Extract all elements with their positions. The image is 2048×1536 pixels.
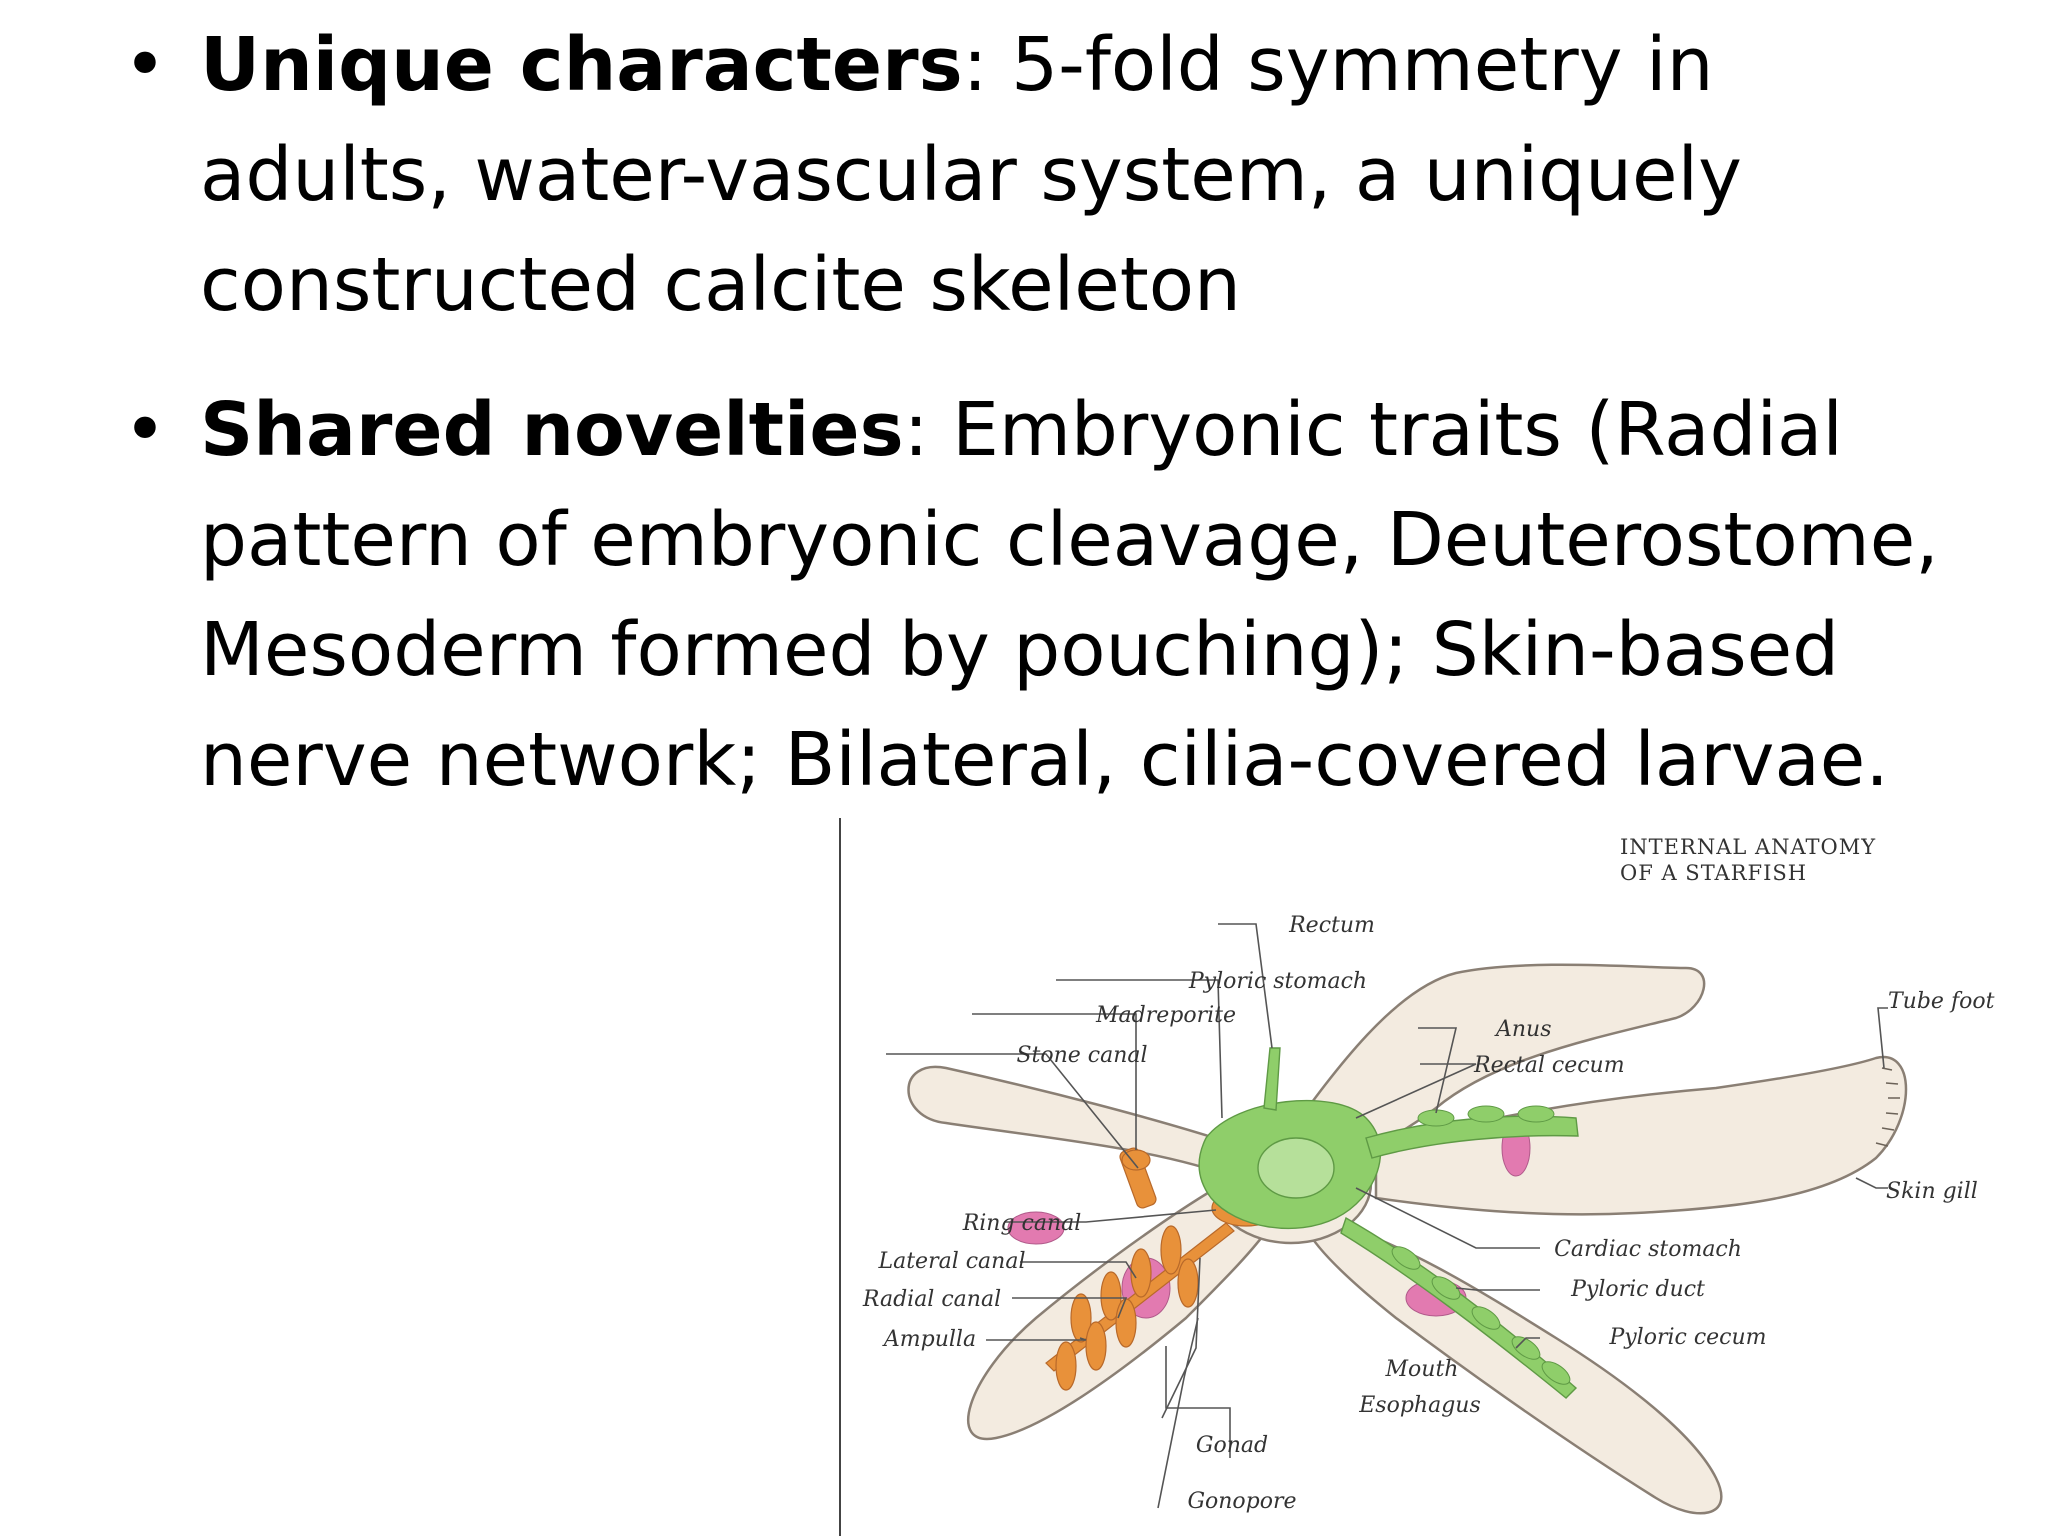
leader-line [1355,1187,1540,1249]
cecum-lobe [1511,1336,1541,1360]
cecum-lobe [1541,1361,1571,1385]
ampulla-shape [1085,1321,1107,1371]
starfish-anatomy-figure: INTERNAL ANATOMY OF A STARFISH Rectum Py… [836,818,2048,1536]
label-pyloric-duct: Pyloric duct [1570,1277,1705,1302]
leader-line [972,1013,1137,1150]
label-skin-gill: Skin gill [1886,1179,1978,1204]
label-tube-foot: Tube foot [1888,989,1995,1014]
figure-title-line2: OF A STARFISH [1620,861,1807,885]
leader-line [1355,1063,1477,1119]
tube-foot-mark [1885,1112,1899,1115]
tube-foot-mark [1881,1127,1895,1131]
arm-right [1374,1055,1908,1216]
label-esophagus: Esophagus [1358,1393,1481,1418]
leader-line [886,1053,1139,1169]
ampulla-shape [1115,1298,1137,1348]
label-gonad: Gonad [1196,1433,1268,1458]
ampulla-shape [1160,1225,1182,1275]
leader-line [1165,1346,1231,1458]
tube-foot-mark [1885,1082,1899,1085]
figure-title-line1: INTERNAL ANATOMY [1620,835,1876,859]
label-cardiac-stomach: Cardiac stomach [1554,1237,1742,1262]
ampulla-shape [1070,1293,1092,1343]
cecum-lobe [1467,1105,1505,1123]
arm-lower-right [1304,1216,1723,1515]
cardiac-stomach-shape [1257,1137,1335,1199]
label-madreporite: Madreporite [1095,1003,1236,1028]
leader-line [1218,923,1273,1049]
label-pyloric-cecum: Pyloric cecum [1608,1325,1766,1350]
label-ampulla: Ampulla [882,1327,976,1352]
cecum-lobe [1431,1276,1461,1300]
cecum-lobe [1471,1306,1501,1330]
label-gonopore: Gonopore [1187,1489,1296,1514]
pyloric-cecum-lobes [1391,1105,1571,1385]
leader-line [1418,1027,1458,1114]
bullet-unique-characters: • Unique characters: 5-fold symmetry in … [123,10,1960,340]
leader-line [1012,1297,1128,1319]
leader-line [1004,1209,1217,1223]
label-mouth: Mouth [1385,1357,1459,1382]
gonad-shape [1007,1211,1065,1245]
label-lateral-canal: Lateral canal [877,1249,1025,1274]
bullet-text: : Embryonic traits (Radial pattern of em… [200,387,1939,803]
bullet-term: Unique characters [200,22,963,108]
label-pyloric-stomach: Pyloric stomach [1188,969,1367,994]
label-rectal-cecum: Rectal cecum [1473,1053,1625,1078]
leader-line [1855,1177,1888,1189]
cecum-lobe [1517,1105,1555,1123]
label-anus: Anus [1494,1017,1552,1042]
bullet-shared-novelties: • Shared novelties: Embryonic traits (Ra… [123,375,1960,815]
label-stone-canal: Stone canal [1016,1043,1147,1068]
leader-lines [886,923,1888,1509]
bullet-term: Shared novelties [200,387,904,473]
ampulla-shape [1177,1258,1199,1308]
ampulla-shape [1130,1248,1152,1298]
cecum-lobe [1391,1246,1421,1270]
bullet-text: : 5-fold symmetry in adults, water-vascu… [200,22,1742,328]
tube-feet [1875,1067,1900,1147]
ampulla-shape [1055,1341,1077,1391]
ampulla-shape [1100,1271,1122,1321]
rectum-shape [1263,1047,1281,1111]
label-rectum: Rectum [1288,913,1375,938]
tube-foot-mark [1881,1067,1893,1071]
starfish-anatomy-diagram: INTERNAL ANATOMY OF A STARFISH Rectum Py… [839,818,1995,1536]
arm-upper-right [1284,963,1706,1170]
leader-line [1056,979,1223,1119]
leader-line [1877,1007,1888,1069]
tube-foot-mark [1875,1142,1889,1147]
leader-line [1455,1287,1540,1291]
label-ring-canal: Ring canal [962,1211,1082,1236]
leader-line [1157,1317,1199,1509]
leader-line [1515,1337,1540,1349]
label-radial-canal: Radial canal [862,1287,1001,1312]
bullet-marker: • [123,387,167,473]
leader-line [986,1337,1087,1341]
pyloric-cecum-lower-arm [1340,1216,1578,1399]
leader-line [1020,1261,1137,1279]
bullet-marker: • [123,22,167,108]
arm-upper-left [907,1065,1248,1180]
leader-line [1161,1257,1201,1419]
